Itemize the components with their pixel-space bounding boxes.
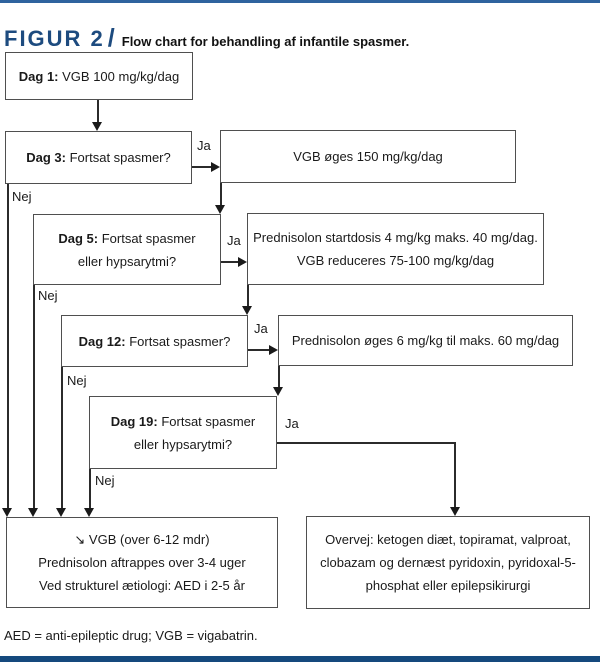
connector-dag19-outcome-hline	[277, 442, 456, 444]
box-dag19-line2: eller hypsarytmi?	[133, 436, 233, 452]
box-dag12-label: Dag 12:	[78, 333, 126, 349]
box-outcome-consider-line1: Overvej: ketogen diæt, topiramat, valpro…	[325, 532, 571, 547]
connector-dag1-dag3-line	[97, 100, 99, 123]
arrowhead-down-dag1-dag3	[92, 122, 102, 131]
arrowhead-down-prednisolonstart-dag12	[242, 306, 252, 315]
arrowhead-down-nej-dag12	[56, 508, 66, 517]
connector-nej-dag5-line	[33, 285, 35, 509]
figure-header: FIGUR 2 / Flow chart for behandling af i…	[4, 24, 409, 53]
connector-prednisolonincrease-dag19-line	[278, 366, 280, 388]
edge-label-nej-dag5: Nej	[38, 288, 58, 303]
box-dag5-label: Dag 5:	[58, 230, 99, 246]
connector-dag3-vgb-line	[192, 166, 212, 168]
box-outcome-taper-line2: Prednisolon aftrappes over 3-4 uger	[38, 555, 246, 570]
edge-label-nej-dag19: Nej	[95, 473, 115, 488]
figure-slash: /	[107, 24, 115, 52]
box-dag19: Dag 19: Fortsat spasmer eller hypsarytmi…	[89, 396, 277, 469]
edge-label-nej-dag3: Nej	[12, 189, 32, 204]
edge-label-ja-dag3: Ja	[197, 138, 211, 153]
arrowhead-down-prednisolonincrease-dag19	[273, 387, 283, 396]
box-dag3-text: Dag 3: Fortsat spasmer?	[26, 146, 171, 169]
connector-nej-dag12-line	[61, 367, 63, 509]
arrowhead-right-dag5-prednisolonstart	[238, 257, 247, 267]
box-prednisolon-start: Prednisolon startdosis 4 mg/kg maks. 40 …	[247, 213, 544, 285]
connector-dag12-prednisolonincrease-line	[248, 349, 270, 351]
bottom-accent-bar	[0, 656, 600, 662]
top-accent-bar	[0, 0, 600, 3]
connector-nej-dag19-line	[89, 469, 91, 509]
box-dag3-label: Dag 3:	[26, 150, 66, 165]
box-dag5: Dag 5: Fortsat spasmer eller hypsarytmi?	[33, 214, 221, 285]
box-prednisolon-increase: Prednisolon øges 6 mg/kg til maks. 60 mg…	[278, 315, 573, 366]
connector-nej-dag3-line	[7, 184, 9, 509]
edge-label-nej-dag12: Nej	[67, 373, 87, 388]
box-dag12-text: Dag 12: Fortsat spasmer?	[79, 330, 231, 353]
edge-label-ja-dag12: Ja	[254, 321, 268, 336]
arrowhead-right-dag3-vgb	[211, 162, 220, 172]
connector-dag19-outcome-vline	[454, 442, 456, 508]
box-dag12-rest: Fortsat spasmer?	[125, 333, 231, 349]
figure-title: Flow chart for behandling af infantile s…	[121, 34, 410, 49]
box-outcome-consider-line2: clobazam og dernæst pyridoxin, pyridoxal…	[320, 555, 576, 570]
box-outcome-taper-line3: Ved strukturel ætiologi: AED i 2-5 år	[39, 578, 245, 593]
box-dag1: Dag 1: VGB 100 mg/kg/dag	[5, 52, 193, 100]
box-vgb-increase-text: VGB øges 150 mg/kg/dag	[293, 149, 443, 164]
box-prednisolon-increase-text: Prednisolon øges 6 mg/kg til maks. 60 mg…	[291, 333, 560, 348]
box-outcome-consider: Overvej: ketogen diæt, topiramat, valpro…	[306, 516, 590, 609]
footnote: AED = anti-epileptic drug; VGB = vigabat…	[4, 628, 258, 643]
box-prednisolon-start-line1: Prednisolon startdosis 4 mg/kg maks. 40 …	[253, 230, 538, 245]
arrowhead-down-vgb-dag5	[215, 205, 225, 214]
box-dag3-rest: Fortsat spasmer?	[65, 150, 171, 165]
arrowhead-down-nej-dag3	[2, 508, 12, 517]
box-dag12: Dag 12: Fortsat spasmer?	[61, 315, 248, 367]
connector-dag5-prednisolonstart-line	[221, 261, 239, 263]
box-dag5-rest: Fortsat spasmer	[98, 230, 196, 246]
box-outcome-consider-line3: phosphat eller epilepsikirurgi	[365, 578, 531, 593]
box-outcome-taper-line1: ↘ VGB (over 6-12 mdr)	[74, 532, 210, 547]
box-dag1-rest: VGB 100 mg/kg/dag	[58, 68, 180, 84]
box-vgb-increase: VGB øges 150 mg/kg/dag	[220, 130, 516, 183]
box-dag1-label: Dag 1:	[18, 68, 59, 84]
box-outcome-taper: ↘ VGB (over 6-12 mdr) Prednisolon aftrap…	[6, 517, 278, 608]
connector-prednisolonstart-dag12-line	[247, 285, 249, 307]
box-prednisolon-start-line2: VGB reduceres 75-100 mg/kg/dag	[296, 253, 495, 268]
box-dag3: Dag 3: Fortsat spasmer?	[5, 131, 192, 184]
arrowhead-right-dag12-prednisolonincrease	[269, 345, 278, 355]
box-dag19-label: Dag 19:	[110, 413, 158, 429]
figure-label: FIGUR 2	[4, 26, 105, 51]
box-dag19-text: Dag 19: Fortsat spasmer	[111, 410, 256, 433]
edge-label-ja-dag5: Ja	[227, 233, 241, 248]
arrowhead-down-dag19-outcome	[450, 507, 460, 516]
box-dag5-text: Dag 5: Fortsat spasmer	[58, 227, 195, 250]
connector-vgb-dag5-line	[220, 183, 222, 206]
box-dag5-line2: eller hypsarytmi?	[77, 253, 177, 269]
box-dag19-rest: Fortsat spasmer	[157, 413, 256, 429]
box-dag1-text: Dag 1: VGB 100 mg/kg/dag	[19, 65, 179, 88]
edge-label-ja-dag19: Ja	[285, 416, 299, 431]
arrowhead-down-nej-dag19	[84, 508, 94, 517]
arrowhead-down-nej-dag5	[28, 508, 38, 517]
